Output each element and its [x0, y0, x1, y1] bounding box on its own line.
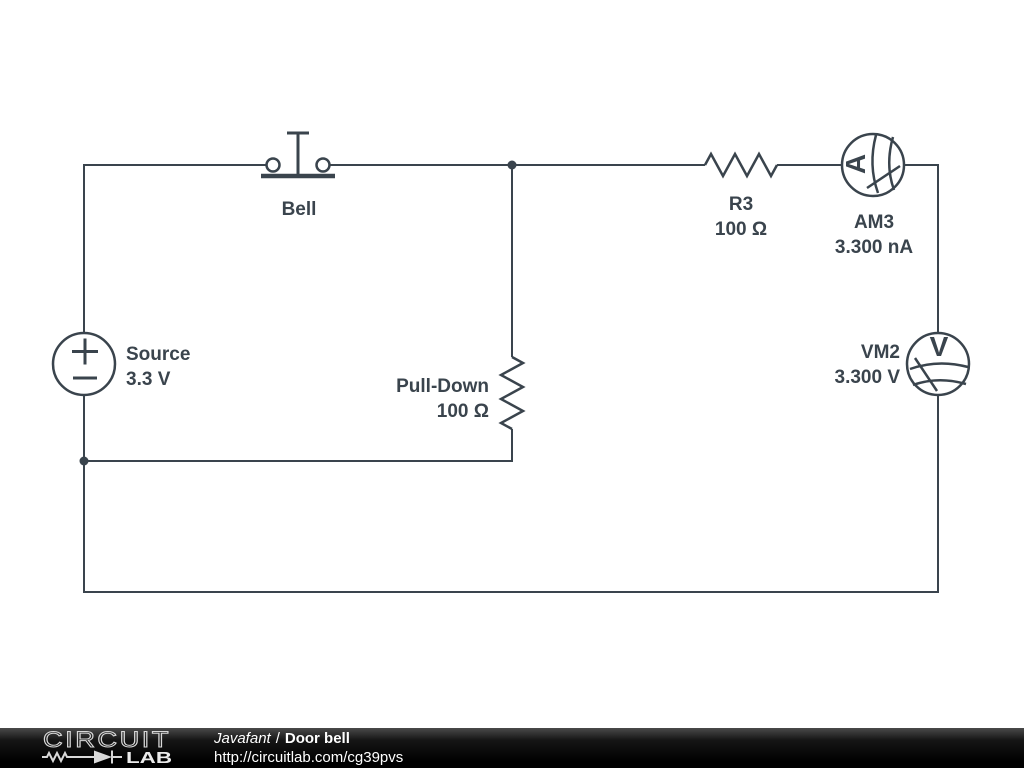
gauge-needle: [866, 164, 901, 190]
byline-separator: /: [275, 730, 280, 747]
schematic-canvas: Bell Source 3.3 V Pull-Down 100 Ω R3: [51, 131, 971, 593]
resistor-diode-icon: [42, 750, 122, 764]
ammeter-label: AM3: [854, 212, 894, 233]
r3-value: 100 Ω: [715, 219, 767, 240]
junction-dot-top: [507, 160, 517, 170]
footer-bar: CIRCUIT LAB Javafant/Door bell http://ci…: [0, 728, 1024, 768]
gauge-needle: [913, 357, 939, 392]
ammeter-gauge: A: [840, 134, 901, 194]
source-value: 3.3 V: [126, 369, 171, 390]
circuitlab-logo-svg: CIRCUIT LAB: [42, 730, 172, 766]
r3-label: R3: [729, 194, 753, 215]
pushbutton-bell[interactable]: Bell: [261, 131, 335, 220]
footer-credits: Javafant/Door bell http://circuitlab.com…: [214, 729, 403, 767]
gauge-arc-1: [909, 362, 969, 371]
voltmeter-letter: V: [930, 331, 949, 362]
wire-bottom-loop: [83, 395, 939, 593]
gauge-arc-2: [888, 136, 896, 191]
circuit-schematic: Bell Source 3.3 V Pull-Down 100 Ω R3: [51, 131, 971, 593]
author-name[interactable]: Javafant: [214, 730, 271, 747]
ammeter-am3[interactable]: A AM3 3.300 nA: [835, 132, 913, 258]
switch-contact-right: [315, 157, 331, 173]
logo-text-lab: LAB: [126, 750, 172, 766]
circuit-title[interactable]: Door bell: [284, 730, 350, 747]
pulldown-label: Pull-Down: [396, 376, 489, 397]
resistor-pulldown[interactable]: Pull-Down 100 Ω: [396, 355, 526, 431]
pulldown-value: 100 Ω: [437, 401, 489, 422]
wire-topleft: [83, 164, 266, 333]
circuit-byline: Javafant/Door bell: [214, 729, 403, 748]
voltmeter-label: VM2: [861, 342, 900, 363]
share-url[interactable]: http://circuitlab.com/cg39pvs: [214, 749, 404, 766]
switch-label: Bell: [282, 199, 317, 220]
logo-text-circuit: CIRCUIT: [43, 730, 171, 752]
logo-resistor-zigzag: [42, 750, 94, 764]
ammeter-value: 3.300 nA: [835, 237, 913, 258]
voltmeter-vm2[interactable]: V VM2 3.300 V: [835, 331, 971, 397]
resistor-zigzag: [703, 151, 779, 179]
resistor-r3[interactable]: R3 100 Ω: [703, 151, 779, 240]
voltage-source[interactable]: Source 3.3 V: [51, 331, 190, 397]
voltmeter-value: 3.300 V: [835, 367, 901, 388]
junction-dot-left: [79, 456, 89, 466]
switch-contact-left: [265, 157, 281, 173]
resistor-zigzag: [498, 355, 526, 431]
source-label: Source: [126, 344, 190, 365]
circuitlab-logo[interactable]: CIRCUIT LAB: [42, 730, 174, 766]
gauge-arc-1: [871, 134, 880, 194]
ammeter-letter: A: [840, 154, 871, 174]
wire-pulldown-return: [84, 429, 513, 462]
gauge-arc-2: [912, 379, 967, 387]
wires: [79, 160, 939, 593]
logo-diode-triangle: [94, 750, 112, 764]
wire-ammeter-to-voltmeter: [904, 164, 939, 333]
